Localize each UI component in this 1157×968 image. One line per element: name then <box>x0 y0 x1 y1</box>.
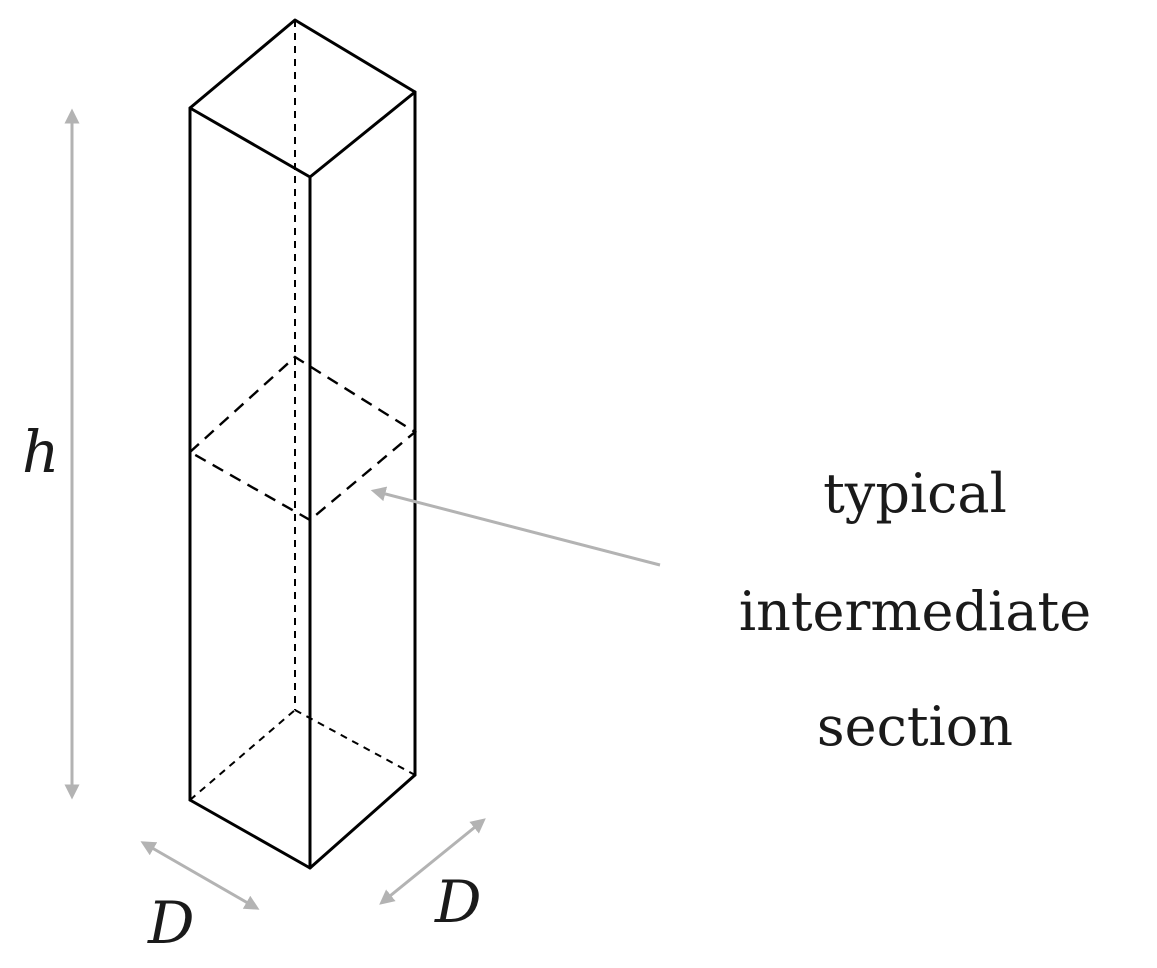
callout-pointer-arrow <box>370 486 661 567</box>
callout-line-typical: typical <box>823 462 1007 525</box>
hidden-edges <box>189 20 416 801</box>
column-outline <box>188 18 417 870</box>
callout-line-section: section <box>817 695 1013 758</box>
depth-dimension-right-arrow <box>379 818 486 905</box>
height-label: h <box>22 418 59 486</box>
top-face <box>188 18 417 179</box>
hidden-bottom-left-edge <box>189 709 296 801</box>
bottom-front-edges <box>188 773 417 870</box>
intermediate-section-outline <box>187 355 418 522</box>
depth-label-right: D <box>434 868 482 936</box>
hidden-bottom-right-edge <box>294 709 416 776</box>
callout-line-intermediate: intermediate <box>739 580 1091 643</box>
depth-label-left: D <box>147 889 195 957</box>
depth-dimension-left-arrow <box>140 841 260 910</box>
callout-text: typical intermediate section <box>739 462 1091 758</box>
